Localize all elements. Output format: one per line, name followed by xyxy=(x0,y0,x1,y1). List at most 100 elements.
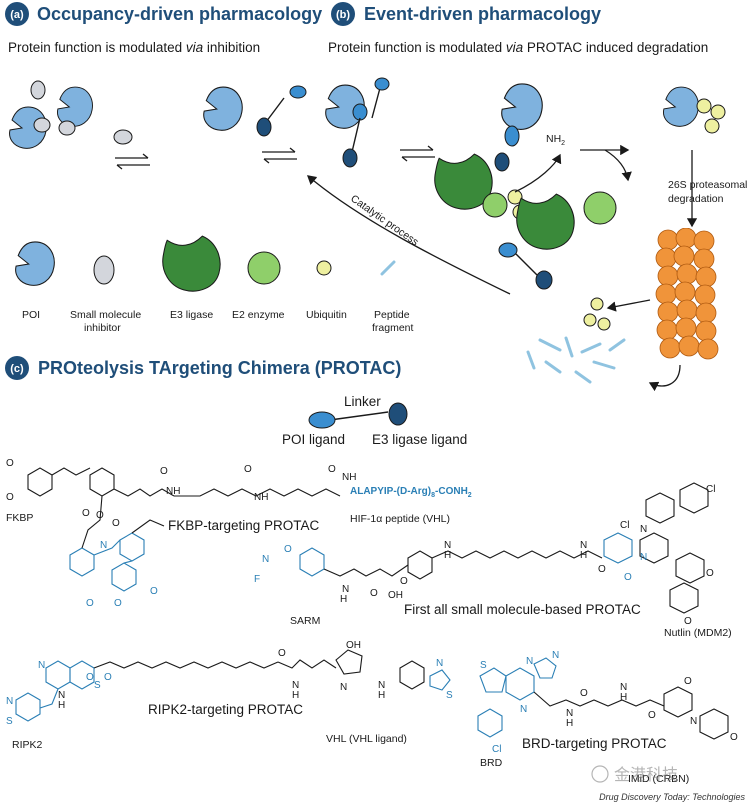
sarm-nutlin-structure: O N F N H O OH O N H N H O Cl Cl O O N N… xyxy=(254,482,732,639)
panel-c-header: (c) PROteolysis TArgeting Chimera (PROTA… xyxy=(5,356,401,380)
equilibrium-arrow-3 xyxy=(400,145,435,162)
svg-text:N: N xyxy=(566,708,573,719)
hif-peptide-sequence: ALAPYIP-(D-Arg)8-CONH2 xyxy=(350,486,472,499)
panel-a-title: Occupancy-driven pharmacology xyxy=(37,4,322,24)
svg-text:O: O xyxy=(86,598,94,609)
panel-a-badge-label: (a) xyxy=(10,9,24,21)
legend-inhibitor-icon xyxy=(93,255,115,285)
svg-text:H: H xyxy=(444,550,451,561)
svg-text:O: O xyxy=(284,544,292,555)
watermark: 金港科技 xyxy=(591,765,678,784)
brd-label: BRD xyxy=(480,757,503,769)
legend-e3-icon xyxy=(162,235,221,292)
panel-a-subtitle: Protein function is modulated via inhibi… xyxy=(8,40,260,55)
svg-text:O: O xyxy=(370,588,378,599)
fkbp-protac-structure: O O O O O N O O O NH O NH O O NH ALAPYIP… xyxy=(6,458,472,609)
event-scheme: NH2 26S proteasomal degradation Catalyti… xyxy=(307,77,747,392)
legend-ubiquitin: Ubiquitin xyxy=(306,309,347,321)
legend-peptide-line2: fragment xyxy=(372,322,414,334)
panel-c-title: PROteolysis TArgeting Chimera (PROTAC) xyxy=(38,358,401,378)
svg-text:S: S xyxy=(446,690,453,701)
svg-text:O: O xyxy=(706,568,714,579)
fragment-arrow xyxy=(648,364,681,392)
legend: POI Small molecule inhibitor E3 ligase E… xyxy=(15,235,414,334)
svg-text:H: H xyxy=(58,700,65,711)
svg-text:N: N xyxy=(436,658,443,669)
svg-text:F: F xyxy=(254,574,260,585)
svg-text:N: N xyxy=(580,540,587,551)
svg-text:O: O xyxy=(150,586,158,597)
svg-text:N: N xyxy=(6,696,13,707)
svg-text:Cl: Cl xyxy=(620,520,629,531)
svg-text:N: N xyxy=(526,656,533,667)
legend-peptide-icon xyxy=(380,260,396,276)
svg-text:O: O xyxy=(278,648,286,659)
svg-text:NH: NH xyxy=(254,492,268,503)
svg-text:N: N xyxy=(340,682,347,693)
ripk2-label: RIPK2 xyxy=(12,739,43,751)
svg-text:O: O xyxy=(104,672,112,683)
panel-b-badge xyxy=(331,2,355,26)
legend-ubiquitin-icon xyxy=(316,260,332,276)
panel-a-header: (a) Occupancy-driven pharmacology Protei… xyxy=(5,2,322,55)
brd-protac-title: BRD-targeting PROTAC xyxy=(522,736,667,751)
svg-text:Cl: Cl xyxy=(706,484,715,495)
svg-text:O: O xyxy=(328,464,336,475)
svg-text:O: O xyxy=(112,518,120,529)
svg-text:O: O xyxy=(684,616,692,627)
svg-text:N: N xyxy=(640,524,647,535)
hif-label: HIF-1α peptide (VHL) xyxy=(350,513,450,525)
svg-text:N: N xyxy=(292,680,299,691)
svg-text:N: N xyxy=(690,716,697,727)
svg-text:O: O xyxy=(648,710,656,721)
svg-text:H: H xyxy=(566,718,573,729)
svg-text:H: H xyxy=(340,594,347,605)
svg-text:O: O xyxy=(730,732,738,743)
fkbp-nh-label: NH xyxy=(342,472,356,483)
svg-text:H: H xyxy=(378,690,385,701)
svg-text:N: N xyxy=(520,704,527,715)
panel-b-title: Event-driven pharmacology xyxy=(364,4,601,24)
svg-text:O: O xyxy=(400,576,408,587)
catalytic-label: Catalytic process xyxy=(348,193,420,249)
svg-text:H: H xyxy=(580,550,587,561)
svg-text:N: N xyxy=(378,680,385,691)
svg-text:N: N xyxy=(262,554,269,565)
peptide-fragments xyxy=(526,336,626,384)
linker-label: Linker xyxy=(344,394,381,409)
svg-text:O: O xyxy=(244,464,252,475)
journal-credit: Drug Discovery Today: Technologies xyxy=(599,792,745,802)
legend-peptide-line1: Peptide xyxy=(374,309,410,321)
panel-b-header: (b) Event-driven pharmacology Protein fu… xyxy=(328,2,708,55)
catalytic-arrow xyxy=(307,175,511,295)
e3-ligand-label: E3 ligase ligand xyxy=(372,432,467,447)
proteasome-label-line1: 26S proteasomal xyxy=(668,179,747,191)
svg-text:H: H xyxy=(292,690,299,701)
svg-text:OH: OH xyxy=(346,640,361,651)
ripk2-protac-structure: N N H N S S O O O N H N OH N H N S RIPK2… xyxy=(6,640,453,751)
svg-text:O: O xyxy=(580,688,588,699)
legend-poi-icon xyxy=(15,241,55,286)
svg-text:O: O xyxy=(684,676,692,687)
panel-c-badge-label: (c) xyxy=(10,363,24,375)
occupancy-scheme xyxy=(9,80,307,170)
nutlin-label: Nutlin (MDM2) xyxy=(664,627,732,639)
equilibrium-arrow-2 xyxy=(262,147,297,164)
protac-schematic: Linker POI ligand E3 ligase ligand xyxy=(282,394,467,447)
watermark-text: 金港科技 xyxy=(614,766,678,784)
fkbp-label: FKBP xyxy=(6,512,33,524)
legend-inhibitor-line1: Small molecule xyxy=(70,309,141,321)
svg-text:S: S xyxy=(94,680,101,691)
legend-poi: POI xyxy=(22,309,40,321)
first-protac-title: First all small molecule-based PROTAC xyxy=(404,602,641,617)
fkbp-protac-title: FKBP-targeting PROTAC xyxy=(168,518,320,533)
svg-text:OH: OH xyxy=(388,590,403,601)
svg-text:N: N xyxy=(552,650,559,661)
svg-text:N: N xyxy=(444,540,451,551)
legend-inhibitor-line2: inhibitor xyxy=(84,322,121,334)
svg-text:O: O xyxy=(96,510,104,521)
svg-text:Cl: Cl xyxy=(492,744,501,755)
svg-text:O: O xyxy=(6,492,14,503)
svg-text:O: O xyxy=(160,466,168,477)
